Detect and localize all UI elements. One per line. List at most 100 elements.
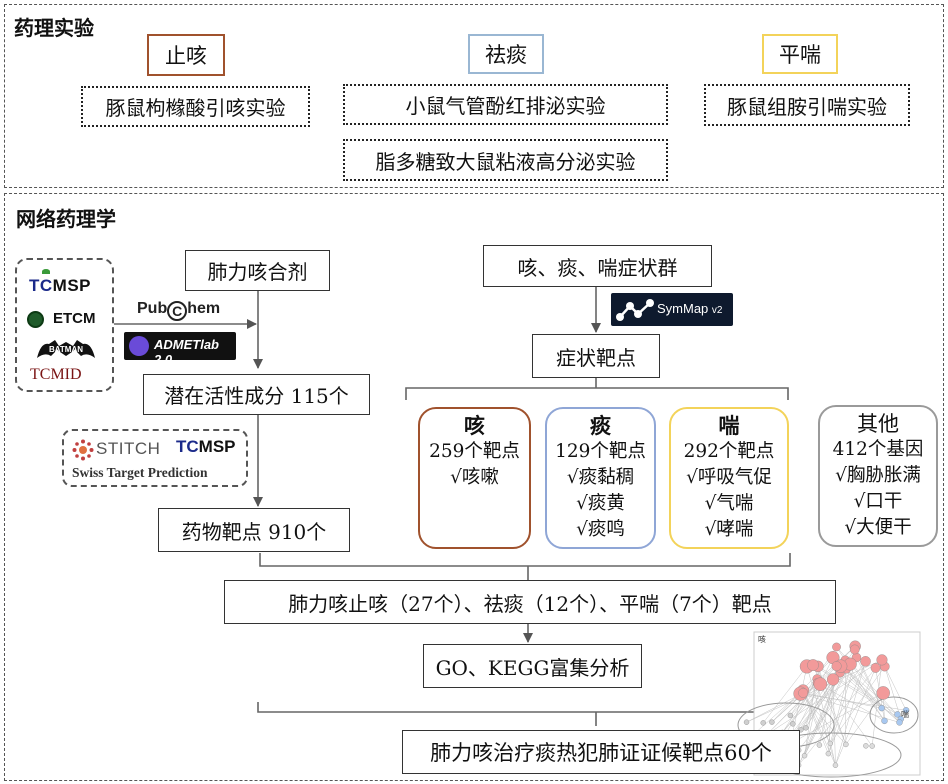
card-phlegm: 痰 129个靶点 √痰黏稠 √痰黄 √痰鸣	[545, 407, 656, 549]
final-targets-box: 肺力咳治疗痰热犯肺证证候靶点60个	[402, 730, 800, 774]
network-edge	[835, 667, 876, 766]
card-phlegm-head: 痰	[590, 413, 611, 438]
network-edge	[840, 665, 900, 723]
network-edge	[830, 666, 885, 744]
network-edge	[806, 666, 836, 766]
active-components-box: 潜在活性成分 115个	[143, 374, 370, 415]
network-edge	[802, 692, 829, 754]
network-node	[881, 717, 888, 725]
network-node	[870, 662, 881, 673]
target-prediction-logos: STITCH TCMSP Swiss Target Prediction	[62, 429, 248, 487]
symptom-targets-box: 症状靶点	[532, 334, 660, 378]
card-other-line-3: √口干	[853, 491, 903, 512]
formula-box: 肺力咳合剂	[185, 250, 330, 291]
network-edge	[828, 657, 857, 754]
stitch-logo: STITCH	[96, 439, 161, 458]
card-cough: 咳 259个靶点 √咳嗽	[418, 407, 531, 549]
card-cough-head: 咳	[464, 413, 485, 438]
network-node	[860, 656, 871, 667]
network-pharmacology-title: 网络药理学	[16, 207, 116, 231]
network-node	[760, 720, 766, 726]
network-edge	[832, 679, 836, 766]
network-edge	[817, 682, 885, 722]
tag-phlegm: 祛痰	[468, 34, 544, 74]
network-node	[807, 659, 819, 671]
network-node	[816, 742, 823, 748]
network-edge	[763, 666, 808, 724]
network-edge	[800, 679, 834, 730]
network-edge	[835, 661, 866, 766]
network-node	[813, 677, 828, 691]
network-edge	[782, 684, 821, 733]
pharmacology-panel	[4, 4, 944, 188]
network-edge	[803, 692, 882, 709]
ppi-network-thumbnail: 咳 喘	[737, 631, 921, 778]
network-node	[902, 707, 910, 714]
network-edge	[884, 666, 902, 720]
network-edge	[884, 666, 907, 711]
card-asthma-head: 喘	[718, 413, 740, 438]
network-node	[801, 752, 808, 759]
network-edge	[790, 665, 837, 716]
network-edge	[767, 659, 883, 735]
network-edge	[767, 682, 818, 735]
network-edge	[871, 659, 883, 747]
pharmacology-title: 药理实验	[14, 16, 94, 40]
network-node	[876, 686, 890, 700]
network-edge	[836, 665, 900, 723]
network-node	[849, 644, 860, 655]
network-edge	[800, 693, 907, 711]
network-edge	[790, 657, 834, 743]
network-node	[896, 719, 903, 726]
experiment-asthma: 豚鼠组胺引喘实验	[704, 84, 910, 126]
network-node	[843, 741, 849, 748]
swiss-target-logo: Swiss Target Prediction	[72, 465, 208, 480]
card-asthma-line-4: √哮喘	[704, 519, 754, 540]
card-phlegm-line-3: √痰黄	[576, 493, 625, 514]
network-edge	[804, 663, 851, 756]
network-edge	[800, 693, 847, 745]
network-node	[790, 721, 796, 727]
network-node	[831, 661, 842, 672]
etcm-logo: ETCM	[53, 310, 96, 327]
tag-cough: 止咳	[147, 34, 225, 76]
enrichment-box: GO、KEGG富集分析	[423, 644, 642, 688]
network-edge	[804, 672, 841, 756]
experiment-phlegm-2: 脂多糖致大鼠粘液高分泌实验	[343, 139, 668, 181]
intersection-box: 肺力咳止咳（27个）、祛痰（12个）、平喘（7个）靶点	[224, 580, 836, 624]
network-node	[769, 719, 775, 725]
network-node	[798, 688, 809, 698]
network-edge	[845, 692, 884, 745]
card-cough-line-1: 259个靶点	[429, 441, 520, 462]
symmap-text: SymMap v2	[657, 301, 723, 316]
svg-text:BATMAN: BATMAN	[49, 345, 83, 354]
network-node	[894, 711, 901, 718]
card-other-head: 其他	[857, 412, 899, 436]
network-node	[832, 642, 841, 652]
network-label-right: 喘	[901, 709, 909, 719]
batman-logo: BATMAN	[37, 340, 95, 358]
tag-asthma: 平喘	[762, 34, 838, 74]
network-node	[787, 712, 794, 719]
network-edge	[798, 668, 847, 766]
card-other-line-2: √胸胁胀满	[835, 465, 921, 486]
card-asthma-line-1: 292个靶点	[683, 441, 775, 462]
card-cough-line-2: √咳嗽	[450, 467, 499, 488]
network-edge	[798, 661, 866, 751]
card-phlegm-line-2: √痰黏稠	[566, 467, 635, 488]
network-node	[803, 725, 809, 731]
card-asthma: 喘 292个靶点 √呼吸气促 √气喘 √哮喘	[669, 407, 789, 549]
card-asthma-line-3: √气喘	[704, 493, 754, 514]
card-other-line-1: 412个基因	[832, 439, 924, 460]
network-node	[869, 743, 875, 749]
network-node	[832, 762, 839, 768]
tcmid-logo: TCMID	[30, 366, 82, 383]
admetlab-icon	[129, 336, 149, 356]
stitch-icon	[72, 439, 94, 461]
network-node	[863, 743, 869, 749]
network-node	[876, 654, 888, 666]
symptom-group-box: 咳、痰、喘症状群	[483, 245, 712, 287]
